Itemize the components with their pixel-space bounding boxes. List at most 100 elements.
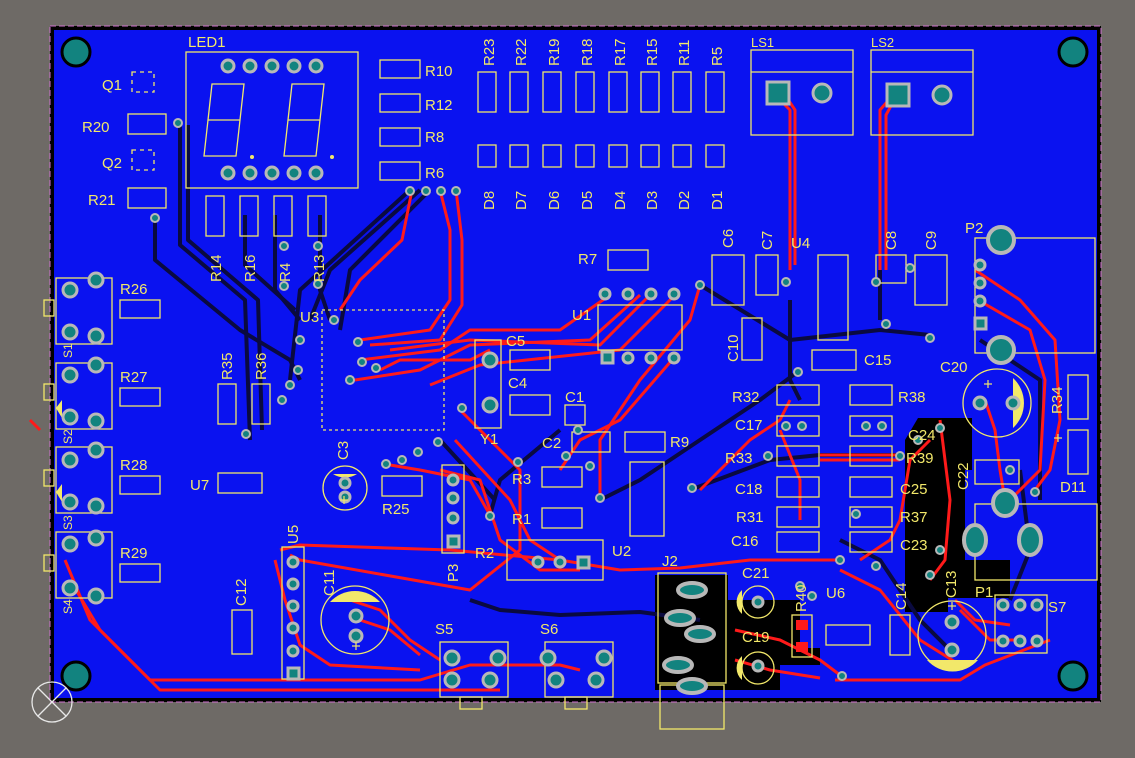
- label-R8: R8: [425, 129, 444, 146]
- label-R40: R40: [793, 584, 810, 612]
- label-S4: S4: [61, 599, 75, 614]
- label-R10: R10: [425, 63, 453, 80]
- label-C3: C3: [335, 441, 352, 460]
- label-S1: S1: [61, 343, 75, 358]
- label-S2: S2: [61, 429, 75, 444]
- label-D1: D1: [709, 191, 726, 210]
- label-R5: R5: [709, 47, 726, 66]
- square-pads: [286, 80, 988, 681]
- label-J2: J2: [662, 553, 678, 570]
- label-R28: R28: [120, 457, 148, 474]
- label-R21: R21: [88, 192, 116, 209]
- through-hole-pads: [61, 58, 1044, 689]
- label-C2: C2: [542, 435, 561, 452]
- label-C6: C6: [720, 229, 737, 248]
- label-P2: P2: [965, 220, 983, 237]
- label-R35: R35: [219, 352, 236, 380]
- label-R31: R31: [736, 509, 764, 526]
- label-R6: R6: [425, 165, 444, 182]
- vias: [150, 118, 1040, 681]
- label-R15: R15: [644, 38, 661, 66]
- label-Q1: Q1: [102, 77, 122, 94]
- label-R19: R19: [546, 38, 563, 66]
- polarity-marks: [56, 378, 1024, 680]
- label-S5: S5: [435, 621, 453, 638]
- large-pads: [662, 225, 1043, 695]
- label-R2: R2: [475, 545, 494, 562]
- label-R12: R12: [425, 97, 453, 114]
- label-R18: R18: [579, 38, 596, 66]
- label-C12: C12: [233, 578, 250, 606]
- label-R14: R14: [208, 254, 225, 282]
- label-U7: U7: [190, 477, 209, 494]
- label-C5: C5: [506, 333, 525, 350]
- label-C22: C22: [955, 462, 972, 490]
- label-C11: C11: [321, 570, 338, 596]
- origin-marker: [31, 681, 73, 723]
- label-S3: S3: [61, 515, 75, 530]
- keepout-regions: [655, 418, 1010, 690]
- label-C16: C16: [731, 533, 759, 550]
- label-LS1: LS1: [751, 35, 774, 50]
- label-C19: C19: [742, 629, 770, 646]
- label-C1: C1: [565, 389, 584, 406]
- label-C4: C4: [508, 375, 527, 392]
- label-R20: R20: [82, 119, 110, 136]
- designator-labels: LED1 Q1 R20 Q2 R21 R10 R12 R8 R6 R23 R22…: [61, 34, 1086, 646]
- label-R11: R11: [676, 40, 693, 66]
- label-D7: D7: [513, 191, 530, 210]
- label-Q2: Q2: [102, 155, 122, 172]
- label-R36: R36: [253, 352, 270, 380]
- label-R34: R34: [1049, 386, 1066, 414]
- label-D8: D8: [481, 191, 498, 210]
- label-LS2: LS2: [871, 35, 894, 50]
- label-D5: D5: [579, 191, 596, 210]
- label-D11: D11: [1060, 479, 1086, 496]
- label-D3: D3: [644, 191, 661, 210]
- label-D6: D6: [546, 191, 563, 210]
- label-U2: U2: [612, 543, 631, 560]
- label-R22: R22: [513, 38, 530, 66]
- label-R17: R17: [612, 38, 629, 66]
- label-R27: R27: [120, 369, 148, 386]
- label-C10: C10: [725, 334, 742, 362]
- label-R39: R39: [906, 450, 934, 467]
- label-C23: C23: [900, 537, 928, 554]
- mounting-holes: [60, 36, 1089, 692]
- label-R3: R3: [512, 471, 531, 488]
- label-C8: C8: [883, 231, 900, 250]
- label-U5: U5: [285, 525, 302, 544]
- silkscreen: [43, 49, 1098, 730]
- label-C18: C18: [735, 481, 763, 498]
- label-C20: C20: [940, 359, 968, 376]
- label-D2: D2: [676, 191, 693, 210]
- label-C9: C9: [923, 231, 940, 250]
- label-R7: R7: [578, 251, 597, 268]
- label-C17: C17: [735, 417, 763, 434]
- label-C13: C13: [943, 570, 960, 598]
- label-C7: C7: [759, 231, 776, 250]
- label-C24: C24: [908, 427, 936, 444]
- board-outline: [49, 25, 1102, 703]
- label-C14: C14: [893, 582, 910, 610]
- label-P3: P3: [445, 564, 462, 582]
- label-R33: R33: [725, 450, 753, 467]
- label-R16: R16: [242, 254, 259, 282]
- label-C15: C15: [864, 352, 892, 369]
- label-R1: R1: [512, 511, 531, 528]
- label-D4: D4: [612, 191, 629, 210]
- label-R29: R29: [120, 545, 148, 562]
- label-U1: U1: [572, 307, 591, 324]
- label-S7: S7: [1048, 599, 1066, 616]
- label-R32: R32: [732, 389, 760, 406]
- label-R23: R23: [481, 38, 498, 66]
- label-P1: P1: [975, 584, 993, 601]
- label-S6: S6: [540, 621, 558, 638]
- label-R4: R4: [277, 263, 294, 282]
- label-R38: R38: [898, 389, 926, 406]
- label-C21: C21: [742, 565, 770, 582]
- plus-marks: [340, 380, 1062, 650]
- label-Y1: Y1: [480, 431, 498, 448]
- label-R25: R25: [382, 501, 410, 518]
